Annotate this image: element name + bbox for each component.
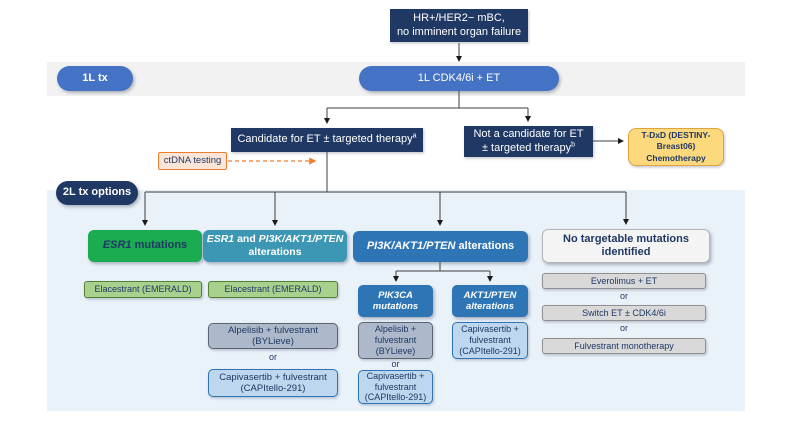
node-1l-cdk46i-et: 1L CDK4/6i + ET (359, 66, 559, 91)
col-header-pi3k-akt1-pten: PI3K/AKT1/PTEN alterations (353, 231, 528, 262)
node-ctdna-testing: ctDNA testing (158, 152, 227, 170)
node-candidate-et: Candidate for ET ± targeted therapya (231, 128, 423, 152)
node-fulvestrant-monotherapy: Fulvestrant monotherapy (542, 338, 706, 354)
node-elacestrant-emerald-col2: Elacestrant (EMERALD) (208, 281, 338, 298)
or-separator-col3: or (391, 359, 400, 369)
node-switch-et-cdk46i: Switch ET ± CDK4/6i (542, 305, 706, 321)
label-1l-tx: 1L tx (57, 66, 133, 91)
node-alpelisib-fulvestrant-col2: Alpelisib + fulvestrant (BYLieve) (208, 323, 338, 349)
node-capivasertib-fulvestrant-col2: Capivasertib + fulvestrant (CAPItello-29… (208, 369, 338, 397)
node-everolimus-et: Everolimus + ET (542, 273, 706, 289)
node-alpelisib-fulvestrant-col3: Alpelisib + fulvestrant (BYLieve) (358, 322, 433, 359)
node-tdxd-chemotherapy: T-DxD (DESTINY- Breast06) Chemotherapy (628, 128, 724, 166)
or-separator-col4-2: or (619, 323, 628, 333)
node-capivasertib-fulvestrant-col3-left: Capivasertib + fulvestrant (CAPItello-29… (358, 370, 433, 404)
root-node-hr-her2-mbc: HR+/HER2− mBC, no imminent organ failure (390, 9, 528, 42)
col-header-esr1-mutations: ESR1 mutations (88, 230, 202, 262)
col-header-no-targetable-mutations: No targetable mutations identified (542, 229, 710, 263)
or-separator-col2: or (268, 352, 277, 362)
node-elacestrant-emerald-col1: Elacestrant (EMERALD) (84, 281, 202, 298)
or-separator-col4-1: or (619, 291, 628, 301)
col-header-esr1-pi3k-akt1-pten: ESR1 and PI3K/AKT1/PTEN alterations (203, 230, 347, 262)
label-2l-tx-options: 2L tx options (56, 181, 138, 205)
node-capivasertib-fulvestrant-col3-right: Capivasertib + fulvestrant (CAPItello-29… (452, 322, 528, 359)
subheader-akt1-pten-alterations: AKT1/PTEN alterations (452, 285, 528, 317)
subheader-pik3ca-mutations: PIK3CA mutations (358, 285, 433, 317)
node-not-candidate-et: Not a candidate for ET ± targeted therap… (464, 126, 593, 157)
